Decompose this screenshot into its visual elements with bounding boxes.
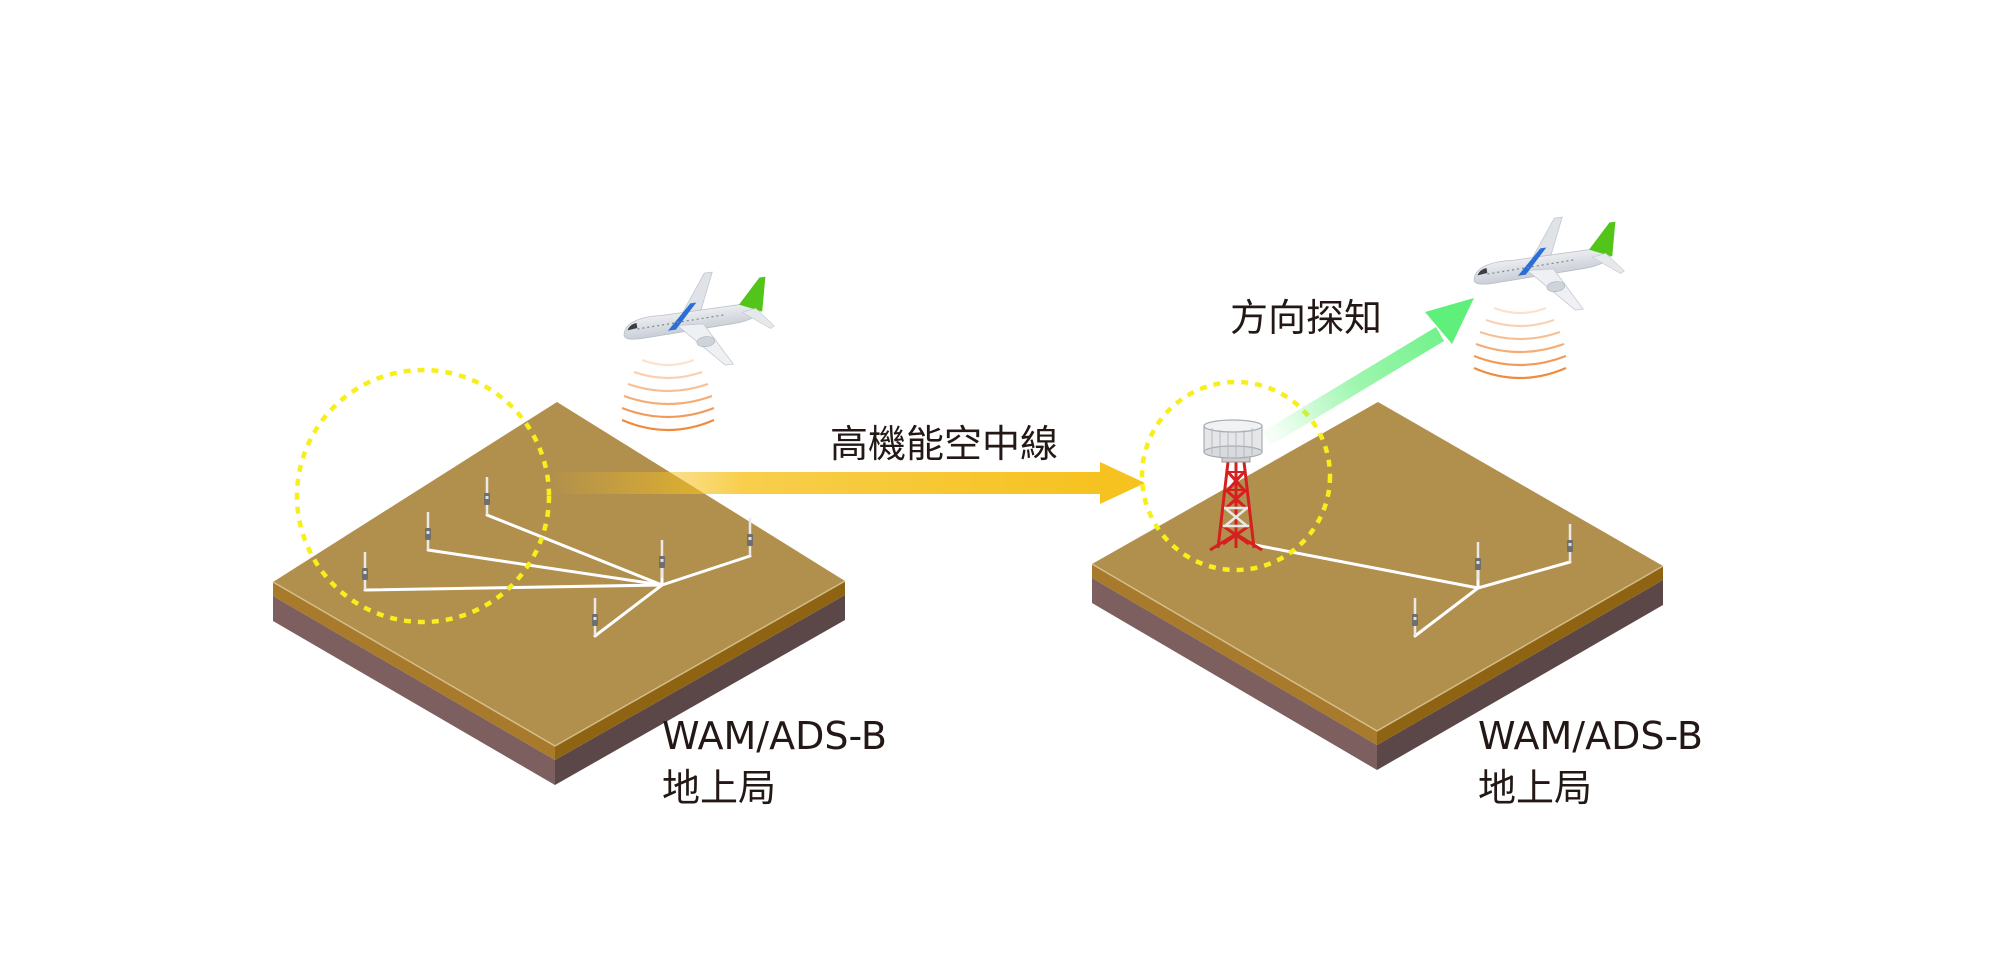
left-block-top <box>273 402 845 746</box>
left-cables <box>363 513 752 638</box>
left-highlight-circle <box>294 367 552 625</box>
left-block-edge-right <box>555 581 845 760</box>
signal-waves-icon <box>620 358 716 432</box>
transition-label: 高機能空中線 <box>830 422 1059 466</box>
right-block-soil-left <box>1092 578 1377 770</box>
aircraft-icon <box>1466 208 1630 325</box>
left-block-edge-left <box>273 582 555 760</box>
aircraft-icon <box>616 263 780 380</box>
right-highlight-circle <box>1139 379 1333 573</box>
right-block-soil-right <box>1377 580 1663 770</box>
direction-arrow <box>1262 298 1474 446</box>
transition-arrow <box>548 462 1145 504</box>
right-aircraft <box>1466 208 1630 380</box>
direction-label: 方向探知 <box>1230 296 1383 340</box>
left-block-soil-right <box>555 595 845 785</box>
left-ground-block <box>272 402 846 785</box>
left-aircraft <box>616 263 780 432</box>
left-station-label-line2: 地上局 <box>662 766 777 810</box>
right-antenna-network <box>1253 522 1575 638</box>
right-block-edge-right <box>1377 566 1663 745</box>
right-block-top <box>1092 402 1663 731</box>
left-block-rim <box>272 580 846 747</box>
left-station-label-line1: WAM/ADS-B <box>662 714 887 758</box>
radar-antenna-icon <box>1203 419 1263 459</box>
right-station-label-line2: 地上局 <box>1478 766 1593 810</box>
signal-waves-icon <box>1472 306 1568 380</box>
right-station-label-line1: WAM/ADS-B <box>1478 714 1703 758</box>
right-block-edge-left <box>1092 564 1377 745</box>
left-antenna-network <box>360 475 755 638</box>
right-block-rim <box>1091 563 1664 732</box>
left-block-soil-left <box>273 596 555 785</box>
